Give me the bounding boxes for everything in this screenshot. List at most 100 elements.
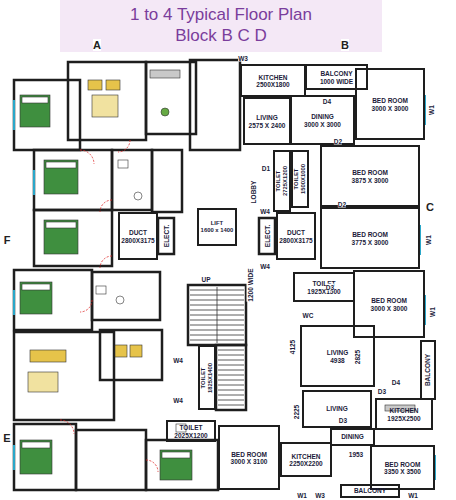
plan-title-box: 1 to 4 Typical Floor Plan Block B C D [60,4,382,46]
plan-stroke [106,80,120,90]
room-box: BED ROOM3775 X 3000 [320,207,420,269]
room-text-group: TOILET1925X1500 [307,280,340,295]
plan-label: ELECT. [264,225,271,247]
plan-label: D2 [338,201,346,208]
stair-tread [218,380,244,381]
room-size: 1000 WIDE [320,77,353,85]
plan-label: W4 [173,397,183,404]
plan-label: D4 [392,379,400,386]
room-box: TOILET2725X1200 [273,150,291,212]
plan-stroke [100,330,162,380]
plan-stroke [14,95,435,480]
plan-label: D2 [334,138,342,145]
room-name: TOILET [200,362,207,392]
room-text-group: KITCHEN2250X2200 [289,452,322,467]
room-box: TOILET1925X1500 [293,272,355,302]
plan-stroke [22,97,48,103]
plan-stroke [158,218,174,254]
plan-stroke [14,270,92,330]
room-box: DINING [330,428,375,446]
room-box: TOILET2025X1200 [166,420,216,442]
room-text-group: TOILET2725X1200 [275,166,288,196]
room-name: DUCT [121,229,154,237]
plan-label: ELECT. [163,225,170,247]
room-box: DUCT2800X3175 [118,212,158,260]
plan-stroke [22,284,50,290]
plan-stroke [46,162,76,168]
plan-stroke [22,442,50,448]
plan-label: D3 [378,388,386,395]
room-name: LIVING [249,114,286,122]
plan-label: E [3,432,10,444]
room-text-group: BED ROOM3000 X 3100 [231,450,268,465]
stair-tread [218,395,244,396]
plan-stroke [188,285,246,345]
plan-label: B [341,39,349,51]
plan-stroke [259,218,275,254]
room-size: 2575 X 2400 [249,121,286,129]
room-size: 2500X1800 [256,81,289,89]
room-name: BALCONY [320,70,353,78]
plan-label: W4 [260,208,270,215]
room-box: DUCT2800X3175 [276,212,316,260]
plan-stroke [160,450,192,480]
plan-stroke [80,150,94,164]
room-name: BED ROOM [231,450,268,458]
plan-stroke [60,420,74,434]
room-text-group: KITCHEN1925X2500 [387,407,420,422]
room-name: TOILET [275,166,282,196]
room-name: TOILET [293,164,300,194]
plan-label: W1 [297,492,307,499]
plan-stroke [92,95,118,117]
plan-label: W1 [408,492,418,499]
plan-label: UP [201,276,210,283]
plan-label: 2225 [293,405,300,419]
plan-title: 1 to 4 Typical Floor Plan Block B C D [109,4,334,46]
plan-stroke [150,70,180,78]
room-box: BED ROOM3000 X 3000 [355,68,425,140]
plan-stroke [44,220,78,254]
plan-label: D3 [326,284,334,291]
plan-label: 4125 [289,340,296,354]
room-text-group: BED ROOM3000 X 3000 [371,297,408,312]
plan-stroke [80,300,92,312]
room-size: 3775 X 3000 [352,238,389,246]
room-box: TOILET1825X1400 [198,345,216,410]
room-name: DUCT [279,229,312,237]
room-text-group: LIVING [326,405,348,413]
room-size: 2725X1200 [282,166,289,196]
plan-stroke [13,100,15,130]
room-name: TOILET [307,280,340,288]
room-size: 3000 X 3000 [372,104,409,112]
room-box: TOILET1500X1000 [291,150,309,208]
plan-stroke [100,256,112,268]
plan-stroke [14,424,76,490]
stair-tread [218,375,244,376]
room-text-group: BED ROOM3875 X 3000 [352,169,389,184]
plan-label: D1 [262,165,270,172]
room-name: KITCHEN [387,407,420,415]
plan-label: C [426,201,434,213]
plan-stroke [20,282,52,314]
room-box: BED ROOM3000 X 3100 [218,425,280,490]
plan-stroke [112,150,152,210]
plan-stroke [118,160,128,168]
plan-label: W3 [315,492,325,499]
plan-stroke [116,296,124,304]
plan-stroke [88,80,102,90]
room-name: BED ROOM [352,169,389,177]
plan-label: 1953 [349,451,363,458]
plan-stroke [46,222,76,228]
room-size: 3000 X 3000 [371,304,408,312]
room-box: BED ROOM3875 X 3000 [320,145,420,207]
room-size: 2800X3175 [121,236,154,244]
plan-stroke [33,170,35,195]
stair-tread [218,360,244,361]
plan-label: D3 [339,417,347,424]
stair-tread [218,365,244,366]
room-text-group: LIVING4938 [327,349,349,364]
plan-stroke [96,286,106,294]
plan-label: LOBBY [250,181,257,204]
room-size: 1500X1000 [300,164,307,194]
room-size: 2025X1200 [174,431,207,439]
